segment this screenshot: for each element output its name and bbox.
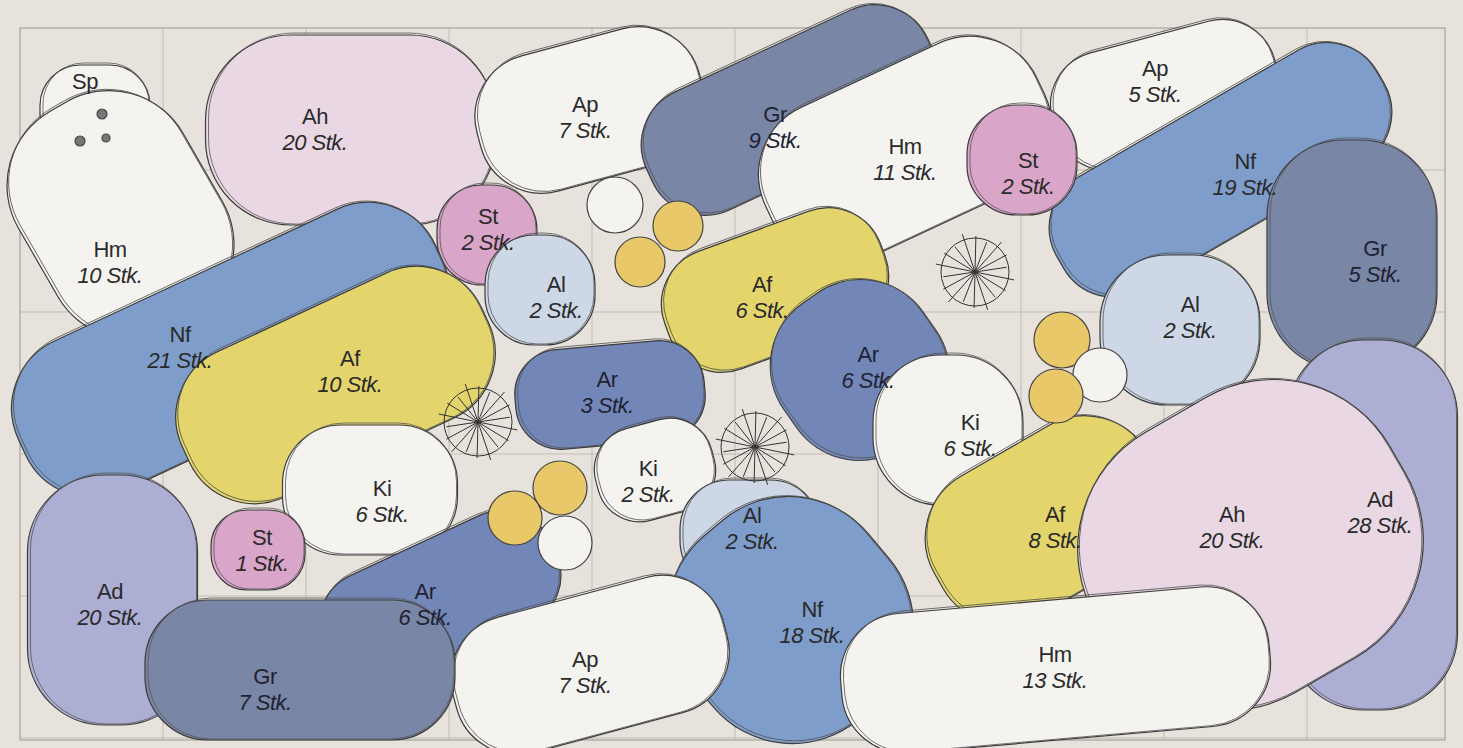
planting-area: Ki6 Stk. <box>937 406 1003 466</box>
plant-code: Ap <box>1142 56 1168 82</box>
plant-count: 2 Stk. <box>725 529 778 555</box>
plant-code: Gr <box>763 102 786 128</box>
planting-area: Hm13 Stk. <box>1017 638 1094 698</box>
plant-code: Ar <box>597 367 618 393</box>
plant-count: 6 Stk. <box>841 368 894 394</box>
plant-code: Sp <box>72 69 98 95</box>
planting-area: Ap7 Stk. <box>552 88 618 148</box>
plant-count: 20 Stk. <box>283 130 348 156</box>
plant-code: Ah <box>302 104 328 130</box>
planting-area: Ah20 Stk. <box>277 100 354 160</box>
plant-count: 6 Stk. <box>355 502 408 528</box>
plant-count: 18 Stk. <box>780 623 845 649</box>
plant-code: Ad <box>97 579 123 605</box>
planting-area: Ki6 Stk. <box>349 472 415 532</box>
planting-area: St2 Stk. <box>995 144 1061 204</box>
plant-code: Ki <box>639 456 658 482</box>
plant-code: St <box>478 204 498 230</box>
plant-code: Gr <box>253 664 276 690</box>
plant-code: Ki <box>961 410 980 436</box>
planting-area: Ap5 Stk. <box>1122 52 1188 112</box>
plant-count: 6 Stk. <box>735 298 788 324</box>
plant-code: Nf <box>802 597 823 623</box>
plant-code: Gr <box>1363 236 1386 262</box>
planting-area: Ar6 Stk. <box>392 575 458 635</box>
plant-code: Ap <box>572 647 598 673</box>
plant-code: Al <box>547 272 566 298</box>
plant-code: Ah <box>1219 502 1245 528</box>
planting-area: Al2 Stk. <box>523 268 589 328</box>
plant-code: Ap <box>572 92 598 118</box>
plant-count: 7 Stk. <box>238 690 291 716</box>
planting-area: Nf19 Stk. <box>1207 145 1284 205</box>
plant-count: 2 Stk. <box>529 298 582 324</box>
planting-area: Nf21 Stk. <box>142 318 219 378</box>
plant-code: Ar <box>858 342 879 368</box>
plant-code: Af <box>752 272 772 298</box>
plant-code: Hm <box>888 134 921 160</box>
plant-code: Nf <box>1235 149 1256 175</box>
plant-code: Af <box>1045 502 1065 528</box>
plant-count: 10 Stk. <box>78 263 143 289</box>
plant-count: 20 Stk. <box>78 605 143 631</box>
plant-code: Ki <box>373 476 392 502</box>
planting-area: Ar6 Stk. <box>835 338 901 398</box>
plant-count: 7 Stk. <box>558 673 611 699</box>
plant-count: 11 Stk. <box>873 160 936 186</box>
planting-area: Gr7 Stk. <box>232 660 298 720</box>
plant-code: St <box>1018 148 1038 174</box>
planting-area: St2 Stk. <box>455 200 521 260</box>
plant-count: 13 Stk. <box>1023 668 1088 694</box>
plant-count: 2 Stk. <box>621 482 674 508</box>
planting-area: Nf18 Stk. <box>774 593 851 653</box>
plant-code: Hm <box>93 237 126 263</box>
plant-count: 20 Stk. <box>1200 528 1265 554</box>
plant-code: Al <box>743 503 762 529</box>
planting-area: Hm10 Stk. <box>72 233 149 293</box>
plant-count: 28 Stk. <box>1348 513 1413 539</box>
plant-count: 5 Stk. <box>1128 82 1181 108</box>
plant-code: Nf <box>170 322 191 348</box>
plant-code: Ar <box>415 579 436 605</box>
plant-count: 5 Stk. <box>1348 262 1401 288</box>
planting-area: Af10 Stk. <box>312 342 389 402</box>
plant-code: Ad <box>1367 487 1393 513</box>
plant-count: 1 Stk. <box>235 551 288 577</box>
plant-count: 10 Stk. <box>318 372 383 398</box>
plant-count: 6 Stk. <box>398 605 451 631</box>
plant-count: 3 Stk. <box>580 393 633 419</box>
plant-code: Al <box>1181 292 1200 318</box>
plant-code: Af <box>340 346 360 372</box>
plant-code: St <box>252 525 272 551</box>
planting-area: Ki2 Stk. <box>615 452 681 512</box>
plant-count: 2 Stk. <box>1001 174 1054 200</box>
planting-area: Ah20 Stk. <box>1194 498 1271 558</box>
planting-area: Ad20 Stk. <box>72 575 149 635</box>
plant-count: 9 Stk. <box>748 128 801 154</box>
plant-count: 21 Stk. <box>148 348 213 374</box>
planting-area: Gr5 Stk. <box>1342 232 1408 292</box>
plant-count: 2 Stk. <box>1163 318 1216 344</box>
planting-area: Af6 Stk. <box>729 268 795 328</box>
plant-count: 8 Stk. <box>1028 528 1081 554</box>
planting-area: St1 Stk. <box>229 521 295 581</box>
plant-count: 2 Stk. <box>461 230 514 256</box>
plant-count: 19 Stk. <box>1213 175 1278 201</box>
planting-area: Al2 Stk. <box>1157 288 1223 348</box>
planting-area: Ap7 Stk. <box>552 643 618 703</box>
plant-count: 6 Stk. <box>943 436 996 462</box>
planting-area: Af8 Stk. <box>1022 498 1088 558</box>
plant-count: 7 Stk. <box>558 118 611 144</box>
plant-code: Hm <box>1038 642 1071 668</box>
planting-area: Hm11 Stk. <box>867 130 943 190</box>
planting-area: Ar3 Stk. <box>574 363 640 423</box>
